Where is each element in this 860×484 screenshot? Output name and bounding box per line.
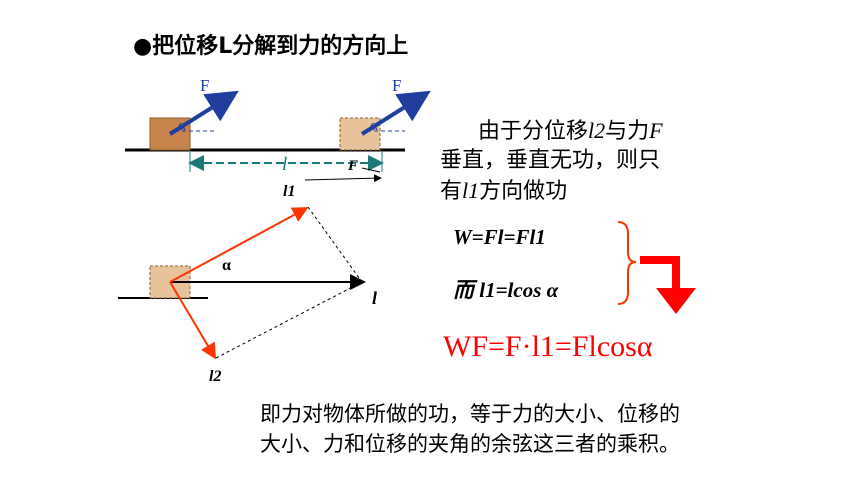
equation-l1: 而 l1=lcos α — [453, 278, 559, 302]
explanation-line-1: 由于分位移l2与力F — [478, 118, 663, 144]
force-label-start: F — [200, 76, 210, 95]
work-formula: WF=F·l1=Flcosα — [443, 330, 653, 363]
force-arrow-end — [360, 90, 431, 136]
explanation-line-3: 有l1方向做功 — [440, 178, 568, 204]
explanation-line-2: 垂直，垂直无功，则只 — [440, 148, 661, 173]
force-arrow-start — [168, 90, 239, 136]
conclusion-line-2: 大小、力和位移的夹角的余弦这三者的乘积。 — [260, 432, 680, 456]
force-label-bottom: F — [348, 158, 359, 174]
angle-label-start: α — [178, 118, 186, 134]
l2-label: l2 — [209, 368, 222, 385]
angle-label-end: α — [370, 118, 378, 134]
force-label-end: F — [392, 76, 402, 95]
block-end — [339, 117, 381, 151]
l1-label: l1 — [283, 183, 296, 200]
implication-arrow — [640, 256, 680, 292]
displacement-label: l — [282, 154, 288, 175]
equation-work: W=Fl=Fl1 — [453, 225, 546, 249]
slide-title: ●把位移L分解到力的方向上 — [133, 34, 409, 59]
conclusion-line-1: 即力对物体所做的功，等于力的大小、位移的 — [260, 402, 680, 426]
l-label: l — [372, 288, 378, 308]
l2-arrow — [169, 281, 217, 360]
equation-brace — [617, 221, 637, 305]
l1-arrow — [169, 207, 309, 283]
alpha-label: α — [222, 257, 231, 274]
